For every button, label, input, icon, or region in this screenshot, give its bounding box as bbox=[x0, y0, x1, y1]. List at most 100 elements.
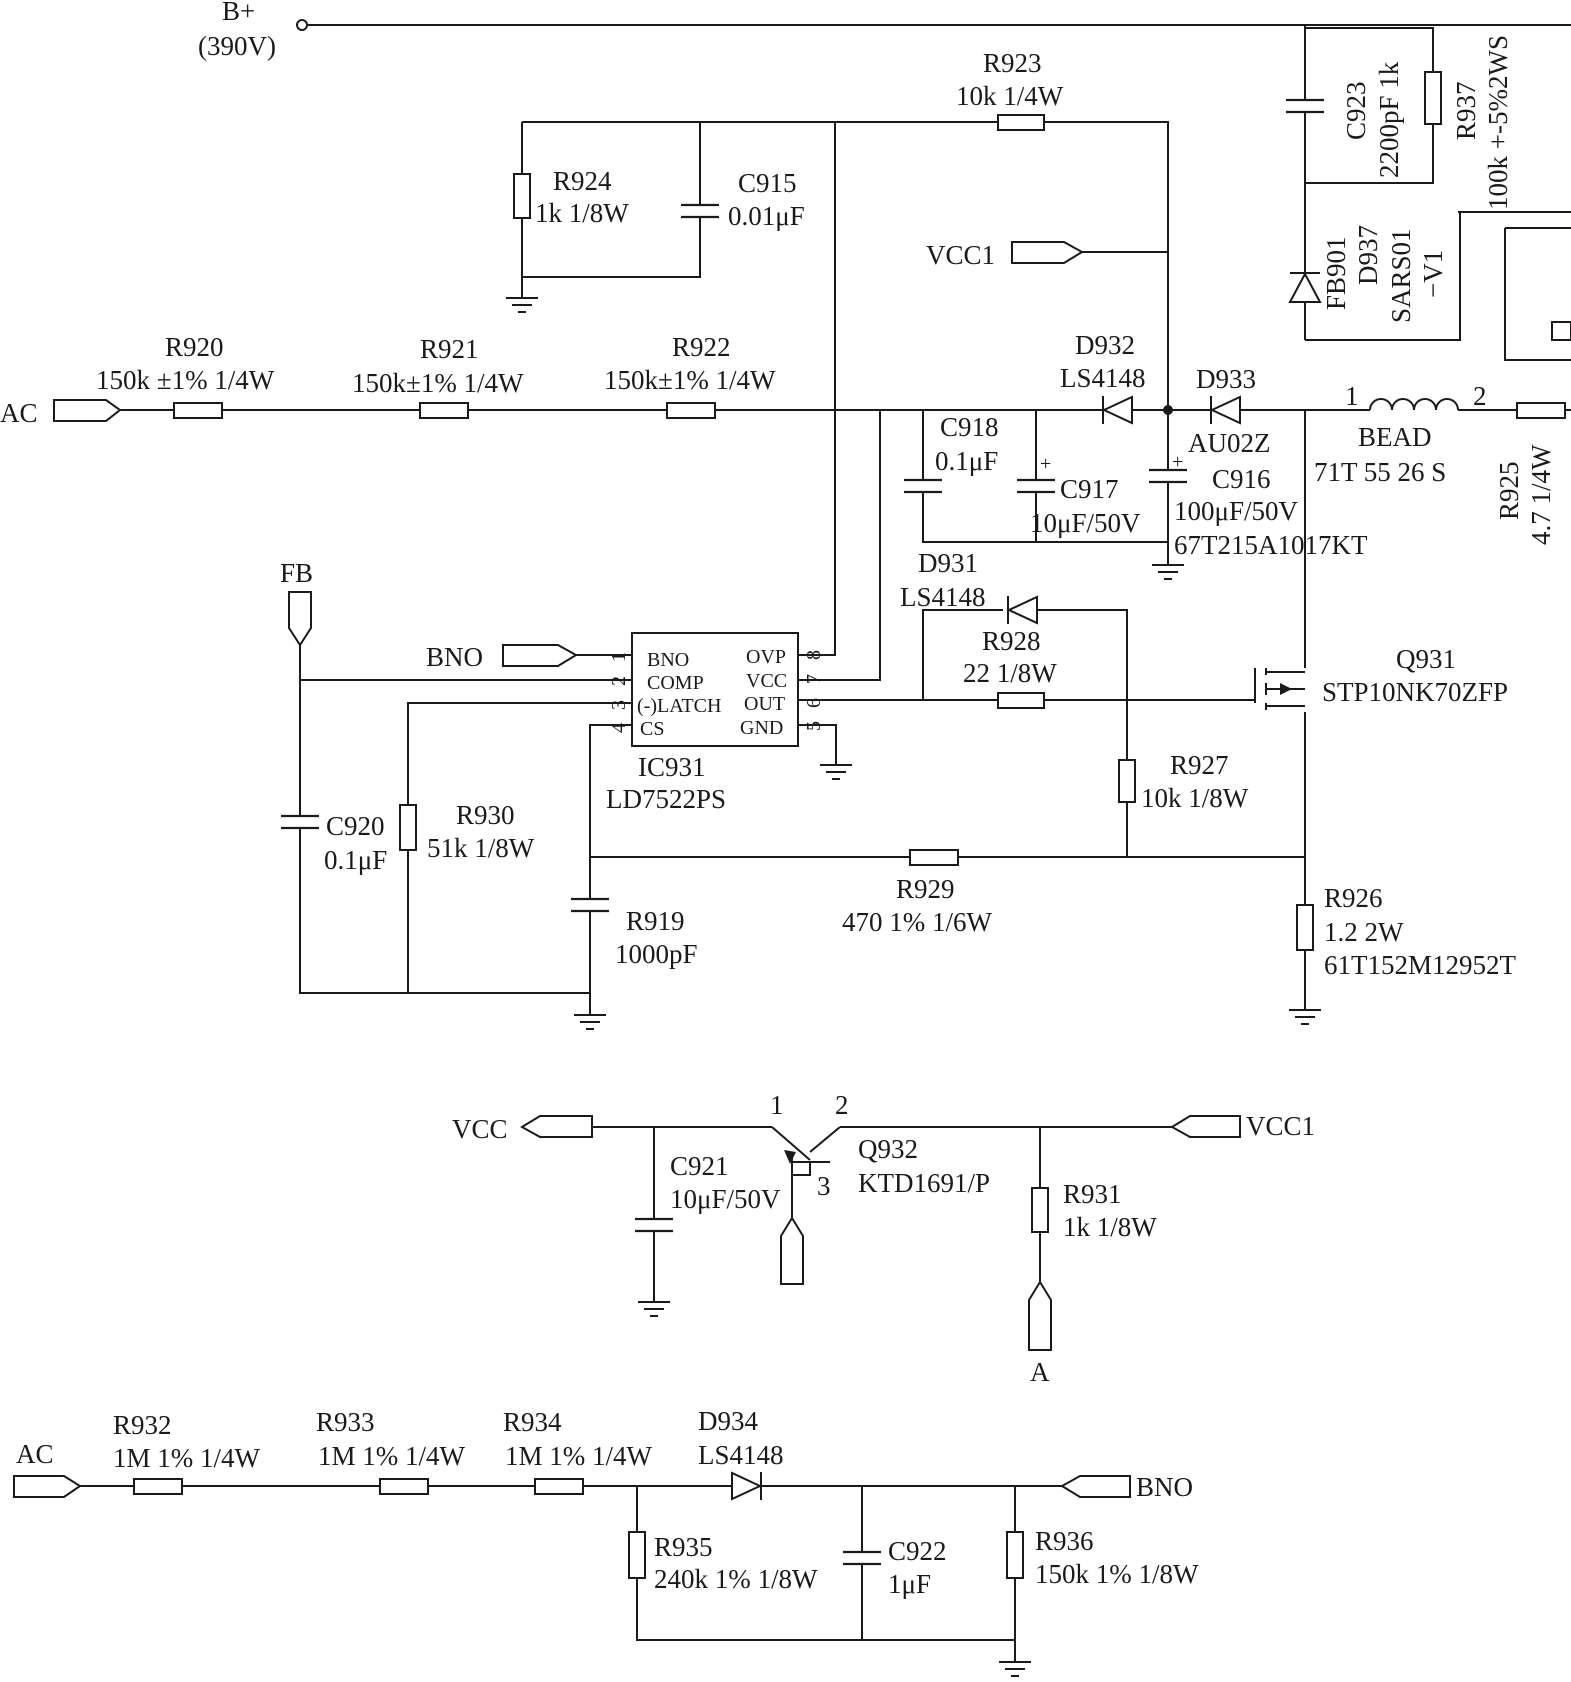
vcc1-mid-label: VCC1 bbox=[1246, 1111, 1315, 1141]
capacitor-c917-icon: + bbox=[1017, 453, 1055, 494]
d933-value: AU02Z bbox=[1188, 428, 1271, 458]
bno-in-port-icon bbox=[502, 644, 578, 667]
r932-value: 1M 1% 1/4W bbox=[113, 1443, 261, 1473]
diode-d937-icon bbox=[1288, 271, 1322, 303]
supply-name: B+ bbox=[222, 0, 255, 26]
resistor-r933-icon bbox=[379, 1478, 429, 1495]
ic-pinnum-7: 7 bbox=[803, 674, 825, 684]
d931-value: LS4148 bbox=[900, 582, 986, 612]
r925-ref: R925 bbox=[1494, 461, 1524, 520]
ic-pin-comp: COMP bbox=[647, 672, 704, 694]
r926-ref: R926 bbox=[1324, 883, 1383, 913]
ic-pinnum-6: 6 bbox=[803, 698, 825, 708]
ground-icon bbox=[506, 297, 538, 313]
capacitor-c918-icon bbox=[904, 478, 942, 494]
ic-pinnum-5: 5 bbox=[803, 721, 825, 731]
r931-value: 1k 1/8W bbox=[1063, 1212, 1157, 1242]
r929-ref: R929 bbox=[896, 874, 955, 904]
c916-value: 100μF/50V bbox=[1174, 496, 1298, 526]
resistor-r936-icon bbox=[1006, 1531, 1024, 1579]
c917-ref: C917 bbox=[1060, 474, 1119, 504]
bjt-q932-icon bbox=[771, 1126, 841, 1176]
diode-d931-icon bbox=[1006, 595, 1038, 625]
r922-ref: R922 bbox=[672, 332, 731, 362]
c923-value: 2200pF 1k bbox=[1374, 61, 1404, 178]
r924-ref: R924 bbox=[553, 166, 612, 196]
c920-value: 0.1μF bbox=[324, 845, 387, 875]
b-plus-supply: B+ (390V) bbox=[198, 0, 308, 61]
bead-name: BEAD bbox=[1358, 422, 1432, 452]
d931-ref: D931 bbox=[918, 548, 978, 578]
r929-value: 470 1% 1/6W bbox=[842, 907, 992, 937]
vcc1-top-port-icon bbox=[1011, 241, 1084, 264]
ic-pin-latch: (-)LATCH bbox=[637, 695, 721, 717]
r927-value: 10k 1/8W bbox=[1141, 783, 1249, 813]
q932-part: KTD1691/P bbox=[858, 1168, 990, 1198]
vcc-port-icon bbox=[520, 1115, 593, 1138]
resistor-r934-icon bbox=[534, 1478, 584, 1495]
ic-ref: IC931 bbox=[638, 752, 706, 782]
q932-ref: Q932 bbox=[858, 1134, 918, 1164]
c916-ref: C916 bbox=[1212, 464, 1271, 494]
r933-value: 1M 1% 1/4W bbox=[318, 1441, 466, 1471]
ic-pin-ovp: OVP bbox=[746, 646, 786, 668]
ac-top-label: AC bbox=[0, 398, 38, 428]
resistors: R920 150k ±1% 1/4W R921 150k±1% 1/4W R92… bbox=[96, 35, 1566, 1594]
diode-d934-icon bbox=[731, 1471, 763, 1501]
ic-pinnum-8: 8 bbox=[803, 650, 825, 660]
ic-pin-cs: CS bbox=[640, 718, 664, 740]
diodes: D931 LS4148 D932 LS4148 D933 AU02Z D934 … bbox=[698, 225, 1448, 1501]
ic931-body bbox=[631, 632, 799, 747]
c917-value: 10μF/50V bbox=[1030, 508, 1141, 538]
diode-d933-icon bbox=[1209, 395, 1241, 425]
resistor-r928-icon bbox=[997, 692, 1045, 709]
r935-ref: R935 bbox=[654, 1532, 713, 1562]
c922-value: 1μF bbox=[888, 1569, 931, 1599]
c923-ref: C923 bbox=[1341, 81, 1371, 140]
resistor-r922-icon bbox=[666, 402, 716, 419]
r934-value: 1M 1% 1/4W bbox=[505, 1441, 653, 1471]
r936-ref: R936 bbox=[1035, 1526, 1094, 1556]
r928-value: 22 1/8W bbox=[963, 658, 1057, 688]
resistor-r932-icon bbox=[133, 1478, 183, 1495]
r921-value: 150k±1% 1/4W bbox=[352, 368, 524, 398]
ac-top-port-icon bbox=[53, 399, 122, 422]
q932-pin1: 1 bbox=[770, 1090, 784, 1120]
capacitor-c915-icon bbox=[681, 203, 719, 219]
d933-ref: D933 bbox=[1196, 364, 1256, 394]
r923-ref: R923 bbox=[983, 48, 1042, 78]
q932-base-port-icon bbox=[780, 1216, 804, 1285]
bead-part: 71T 55 26 S bbox=[1314, 457, 1446, 487]
r937-value: 100k +-5%2WS bbox=[1483, 35, 1513, 210]
r926-part: 61T152M12952T bbox=[1324, 950, 1517, 980]
r931-ref: R931 bbox=[1063, 1179, 1122, 1209]
resistor-r921-icon bbox=[419, 402, 469, 419]
a-label: A bbox=[1030, 1357, 1050, 1387]
d937-line3: SARS01 bbox=[1386, 228, 1416, 323]
c915-value: 0.01μF bbox=[728, 201, 805, 231]
resistor-r926-icon bbox=[1296, 904, 1314, 951]
r935-value: 240k 1% 1/8W bbox=[654, 1564, 818, 1594]
q931-part: STP10NK70ZFP bbox=[1322, 677, 1508, 707]
resistor-r935-icon bbox=[628, 1531, 646, 1579]
fb-port-icon bbox=[288, 591, 312, 647]
bead-pin2: 2 bbox=[1473, 381, 1487, 411]
bno-in-label: BNO bbox=[426, 642, 483, 672]
ic-pinnum-3: 3 bbox=[608, 700, 630, 710]
ic-pinnum-2: 2 bbox=[608, 676, 630, 686]
ground-icon bbox=[1152, 564, 1184, 580]
vcc1-mid-port-icon bbox=[1170, 1115, 1241, 1138]
bno-out-label: BNO bbox=[1136, 1472, 1193, 1502]
ground-icon bbox=[638, 1301, 670, 1317]
ic-pinnum-4: 4 bbox=[608, 723, 630, 733]
ic-pin-out: OUT bbox=[744, 693, 785, 715]
resistor-r930-icon bbox=[399, 804, 417, 851]
ac-bottom-port-icon bbox=[13, 1475, 82, 1498]
r934-ref: R934 bbox=[503, 1407, 562, 1437]
ic931: BNO COMP (-)LATCH CS OVP VCC OUT GND 1 2… bbox=[606, 632, 825, 814]
ic-pin-vcc: VCC bbox=[746, 670, 787, 692]
ac-bottom-label: AC bbox=[16, 1439, 54, 1469]
supply-voltage: (390V) bbox=[198, 31, 276, 61]
bead-coil-icon bbox=[1369, 398, 1459, 411]
